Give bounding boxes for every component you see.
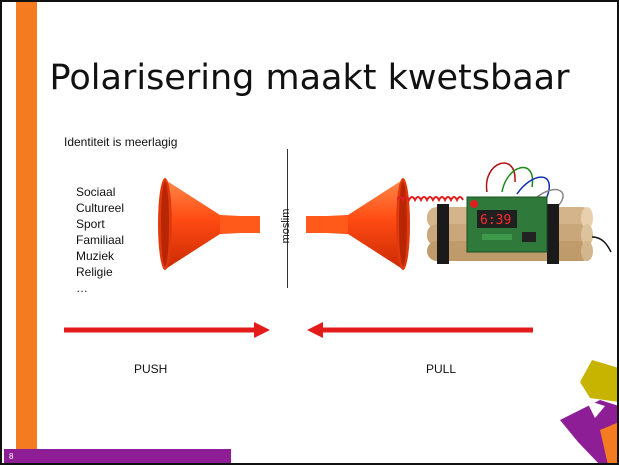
list-item: Familiaal	[76, 233, 125, 247]
footer-bar	[4, 449, 231, 463]
time-bomb-icon: 6:39	[397, 162, 612, 264]
push-arrow-icon	[64, 322, 270, 338]
identity-list: Sociaal Cultureel Sport Familiaal Muziek…	[76, 184, 124, 296]
list-item: Sociaal	[76, 185, 116, 199]
svg-text:6:39: 6:39	[480, 213, 511, 228]
divider-label: moslim	[280, 208, 292, 244]
page-number: 8	[9, 452, 14, 461]
list-item: Religie	[76, 265, 113, 279]
pull-arrow-icon	[307, 322, 533, 338]
list-item: Cultureel	[76, 201, 125, 215]
list-item: …	[76, 281, 88, 295]
left-accent-bar	[16, 2, 37, 463]
left-funnel-icon	[158, 178, 260, 270]
slide-subtitle: Identiteit is meerlagig	[64, 135, 178, 149]
push-label: PUSH	[134, 362, 168, 376]
divider-line	[287, 149, 288, 288]
list-item: Sport	[76, 217, 105, 231]
list-item: Muziek	[76, 249, 115, 263]
slide-title: Polarisering maakt kwetsbaar	[49, 58, 570, 98]
corner-logo	[560, 360, 617, 463]
pull-label: PULL	[426, 362, 457, 376]
right-funnel-icon	[306, 178, 410, 270]
